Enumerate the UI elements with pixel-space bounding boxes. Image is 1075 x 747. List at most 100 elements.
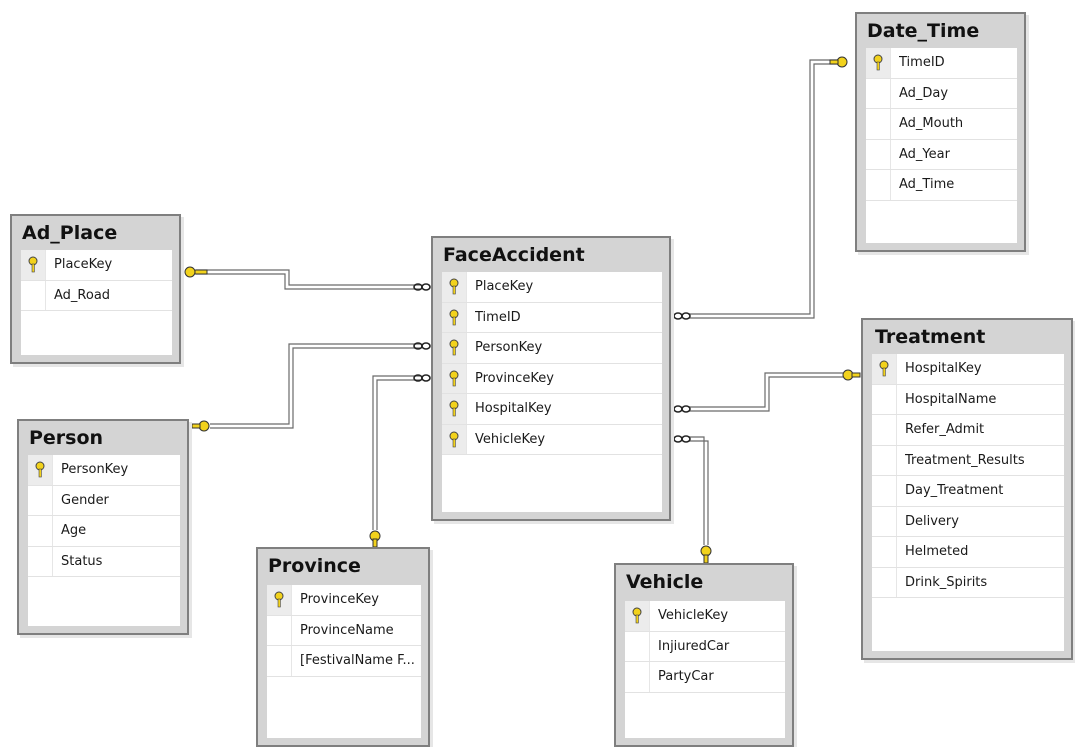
column-row[interactable]: Ad_Mouth xyxy=(866,109,1017,140)
column-name: PlaceKey xyxy=(54,257,113,272)
infinity-icon xyxy=(673,405,691,413)
primary-key-icon xyxy=(632,607,642,624)
column-row[interactable]: Gender xyxy=(28,485,180,516)
column-row[interactable]: Day_Treatment xyxy=(872,476,1064,507)
key-end-icon xyxy=(184,266,208,278)
column-row[interactable]: InjiuredCar xyxy=(625,631,785,662)
column-row[interactable]: [FestivalName F... xyxy=(267,646,421,677)
column-row[interactable]: Ad_Road xyxy=(21,280,172,311)
column-name: PartyCar xyxy=(658,669,714,684)
column-name: TimeID xyxy=(899,55,945,70)
table-face-accident[interactable]: FaceAccident PlaceKey TimeID PersonKey P… xyxy=(431,236,671,521)
column-row[interactable]: PartyCar xyxy=(625,662,785,693)
column-row[interactable]: PersonKey xyxy=(442,333,662,364)
column-row[interactable]: Delivery xyxy=(872,506,1064,537)
column-name: Ad_Road xyxy=(54,287,111,303)
primary-key-icon xyxy=(449,431,459,447)
column-row[interactable]: HospitalKey xyxy=(872,354,1064,385)
primary-key-icon xyxy=(873,54,883,71)
key-end-icon xyxy=(829,56,848,68)
primary-key-icon xyxy=(449,339,459,356)
column-row[interactable]: Refer_Admit xyxy=(872,415,1064,446)
column-row[interactable]: Status xyxy=(28,546,180,577)
column-list: PersonKey Gender Age Status xyxy=(28,455,180,626)
column-row[interactable]: Age xyxy=(28,516,180,547)
primary-key-icon xyxy=(879,360,889,377)
primary-key-icon xyxy=(449,370,459,386)
infinity-icon xyxy=(413,342,431,350)
column-row[interactable]: HospitalKey xyxy=(442,394,662,425)
table-province[interactable]: Province ProvinceKey ProvinceName [Festi… xyxy=(256,547,430,747)
column-row[interactable]: VehicleKey xyxy=(625,601,785,632)
column-name: HospitalName xyxy=(905,391,997,407)
key-end-icon xyxy=(191,420,210,432)
key-end-icon xyxy=(369,530,381,548)
table-vehicle[interactable]: Vehicle VehicleKey InjiuredCar PartyCar xyxy=(614,563,794,747)
primary-key-icon xyxy=(449,278,459,295)
primary-key-icon xyxy=(274,591,284,608)
column-name: ProvinceName xyxy=(300,622,394,638)
table-title: Treatment xyxy=(875,326,986,348)
table-treatment[interactable]: Treatment HospitalKey HospitalName Refer… xyxy=(861,318,1073,660)
column-list: PlaceKey Ad_Road xyxy=(21,250,172,355)
column-name: InjiuredCar xyxy=(658,638,730,654)
column-name: Ad_Year xyxy=(899,146,950,162)
column-name: VehicleKey xyxy=(475,431,546,447)
column-row[interactable]: TimeID xyxy=(866,48,1017,79)
column-row[interactable]: Drink_Spirits xyxy=(872,567,1064,598)
column-list: ProvinceKey ProvinceName [FestivalName F… xyxy=(267,585,421,738)
column-name: Gender xyxy=(61,492,109,508)
relationship-line-hospital[interactable] xyxy=(689,372,843,412)
column-row[interactable]: VehicleKey xyxy=(442,424,662,455)
infinity-icon xyxy=(673,435,691,443)
column-name: HospitalKey xyxy=(905,361,982,376)
primary-key-icon xyxy=(35,461,45,478)
relationship-line-place[interactable] xyxy=(196,269,420,290)
column-list: TimeID Ad_Day Ad_Mouth Ad_Year Ad_Time xyxy=(866,48,1017,243)
column-name: Treatment_Results xyxy=(905,452,1025,468)
column-row[interactable]: Treatment_Results xyxy=(872,445,1064,476)
key-end-icon xyxy=(700,545,712,564)
column-name: HospitalKey xyxy=(475,401,552,416)
column-name: PersonKey xyxy=(61,462,129,477)
column-row[interactable]: PlaceKey xyxy=(442,272,662,303)
column-name: Ad_Day xyxy=(899,85,949,101)
column-name: Refer_Admit xyxy=(905,422,985,437)
column-name: ProvinceKey xyxy=(300,592,379,607)
column-list: PlaceKey TimeID PersonKey ProvinceKey Ho… xyxy=(442,272,662,512)
table-person[interactable]: Person PersonKey Gender Age Status xyxy=(17,419,189,635)
infinity-icon xyxy=(413,374,431,382)
column-name: PlaceKey xyxy=(475,279,534,294)
primary-key-icon xyxy=(28,256,38,273)
column-row[interactable]: ProvinceKey xyxy=(267,585,421,616)
table-title: FaceAccident xyxy=(443,244,585,266)
relationship-line-person[interactable] xyxy=(210,343,420,429)
column-name: Status xyxy=(61,553,103,569)
column-name: [FestivalName F... xyxy=(300,653,415,668)
key-end-icon xyxy=(842,369,861,381)
column-row[interactable]: PlaceKey xyxy=(21,250,172,281)
column-name: Age xyxy=(61,523,87,538)
column-row[interactable]: TimeID xyxy=(442,302,662,333)
relationship-line-time[interactable] xyxy=(689,59,845,319)
column-row[interactable]: Ad_Time xyxy=(866,170,1017,201)
table-title: Date_Time xyxy=(867,20,980,42)
column-row[interactable]: Ad_Day xyxy=(866,78,1017,109)
column-row[interactable]: HospitalName xyxy=(872,384,1064,415)
column-row[interactable]: ProvinceKey xyxy=(442,363,662,394)
column-name: Day_Treatment xyxy=(905,483,1004,498)
table-ad-place[interactable]: Ad_Place PlaceKey Ad_Road xyxy=(10,214,181,364)
column-list: HospitalKey HospitalName Refer_Admit Tre… xyxy=(872,354,1064,651)
column-row[interactable]: Ad_Year xyxy=(866,139,1017,170)
table-date-time[interactable]: Date_Time TimeID Ad_Day Ad_Mouth Ad_Year… xyxy=(855,12,1026,252)
relationship-line-province[interactable] xyxy=(372,375,420,530)
column-row[interactable]: PersonKey xyxy=(28,455,180,486)
column-row[interactable]: ProvinceName xyxy=(267,615,421,646)
column-name: Drink_Spirits xyxy=(905,574,988,590)
column-row[interactable]: Helmeted xyxy=(872,537,1064,568)
primary-key-icon xyxy=(449,400,459,417)
table-title: Province xyxy=(268,555,361,577)
relationship-line-vehicle[interactable] xyxy=(689,436,709,545)
column-name: TimeID xyxy=(475,309,521,325)
